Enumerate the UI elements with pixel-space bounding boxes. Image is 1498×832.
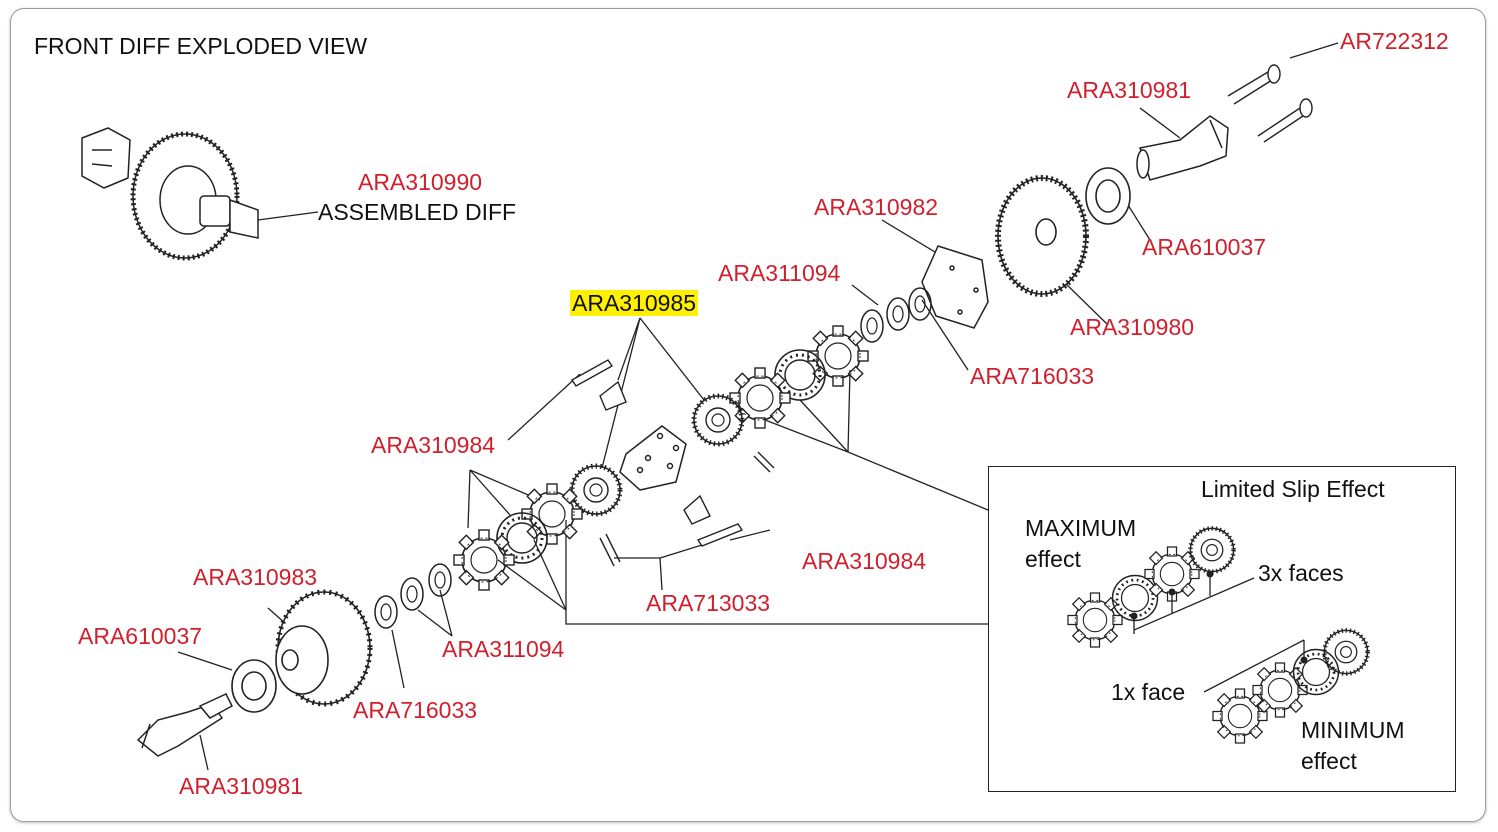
inset-max-stack [1067, 528, 1255, 648]
diagram-title: FRONT DIFF EXPLODED VIEW [34, 33, 368, 59]
o-ring-top [908, 287, 932, 321]
part-ara311094-top[interactable]: ARA311094 [718, 260, 841, 286]
cross-pins-illustration [570, 359, 775, 567]
top-output-cup-illustration [1136, 115, 1229, 181]
part-ara310984-left[interactable]: ARA310984 [371, 432, 496, 458]
washer-top-b [860, 309, 884, 343]
part-ara310983[interactable]: ARA310983 [193, 564, 318, 590]
bottom-output-cup-illustration [136, 693, 233, 757]
diff-cover-illustration [921, 245, 989, 329]
inset-title: Limited Slip Effect [1201, 476, 1385, 502]
part-ara311094-bottom[interactable]: ARA311094 [442, 636, 565, 662]
spider-gears-illustration [599, 380, 711, 525]
part-ara716033-bottom[interactable]: ARA716033 [353, 697, 478, 723]
inset-maximum-line1: MAXIMUM [1025, 515, 1137, 541]
part-ara610037-bottom[interactable]: ARA610037 [78, 623, 203, 649]
assembled-diff-illustration [81, 127, 259, 261]
part-ara310980[interactable]: ARA310980 [1070, 314, 1195, 340]
inset-maximum-line2: effect [1025, 546, 1081, 572]
ring-gear-illustration [995, 175, 1089, 297]
side-gear-left [572, 466, 620, 514]
part-ar722312[interactable]: AR722312 [1340, 28, 1449, 54]
pins-illustration [1227, 64, 1313, 143]
part-ara310982[interactable]: ARA310982 [814, 194, 939, 220]
inset-one-face: 1x face [1111, 679, 1186, 705]
friction-plate-top-b [729, 367, 791, 429]
washer-top-a [886, 297, 910, 331]
inset-three-faces: 3x faces [1258, 560, 1344, 586]
bearing-bottom-illustration [231, 659, 277, 713]
part-ara310985[interactable]: ARA310985 [570, 290, 699, 316]
side-gear-right [694, 396, 742, 444]
part-ara716033-top[interactable]: ARA716033 [970, 363, 1095, 389]
washer-bottom-b [400, 577, 424, 611]
part-ara310981-bottom[interactable]: ARA310981 [179, 773, 304, 799]
diff-housing-illustration [275, 589, 373, 707]
part-ara310981-top[interactable]: ARA310981 [1067, 77, 1192, 103]
part-ara310990[interactable]: ARA310990 [358, 169, 483, 195]
inset-min-stack [1203, 630, 1368, 744]
part-ara310984-right[interactable]: ARA310984 [802, 548, 927, 574]
inset-minimum-line2: effect [1301, 748, 1357, 774]
limited-slip-inset [988, 466, 1456, 792]
friction-plate-bottom-b [453, 529, 515, 591]
o-ring-bottom [374, 595, 398, 629]
part-ara310985-highlight: ARA310985 [570, 290, 699, 316]
part-ara713033[interactable]: ARA713033 [646, 590, 771, 616]
part-ara610037-top[interactable]: ARA610037 [1142, 234, 1267, 260]
assembled-diff-label: ASSEMBLED DIFF [318, 199, 517, 225]
bearing-top-illustration [1085, 167, 1131, 225]
spider-carrier-illustration [619, 425, 687, 491]
inset-minimum-line1: MINIMUM [1301, 717, 1405, 743]
